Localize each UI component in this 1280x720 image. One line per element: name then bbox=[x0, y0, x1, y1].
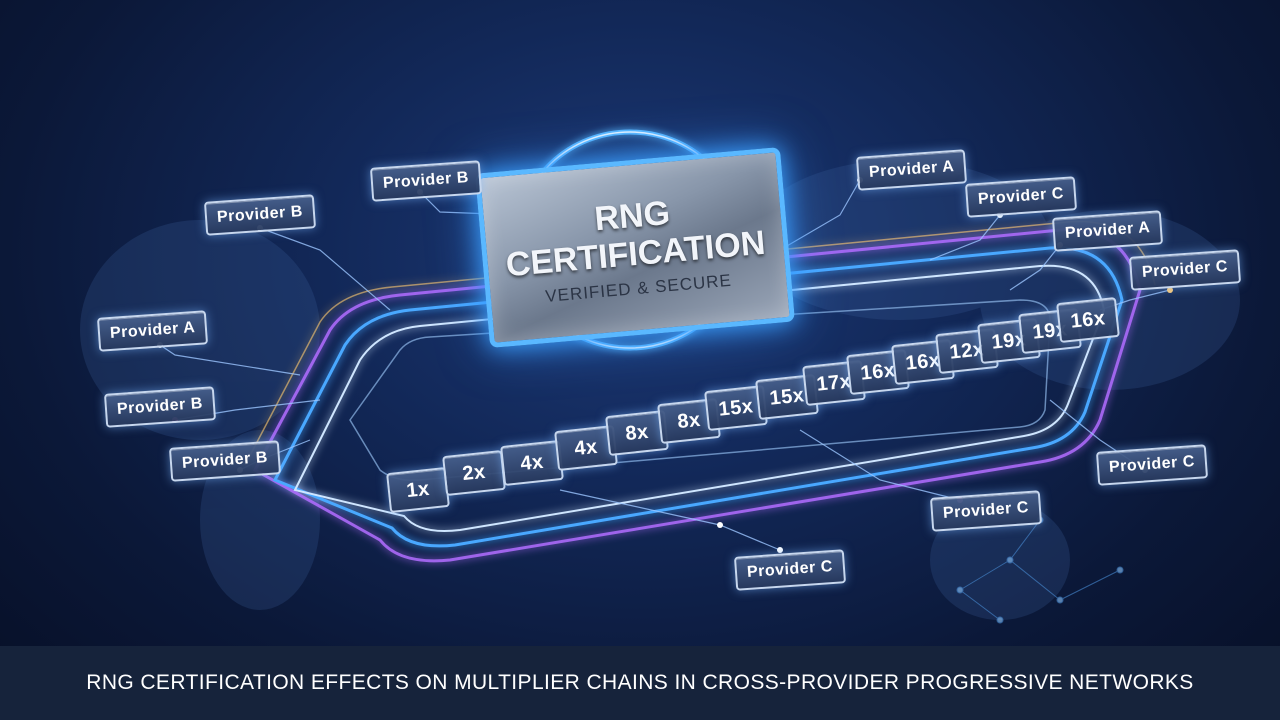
rng-certification-badge: RNG CERTIFICATION VERIFIED & SECURE bbox=[474, 146, 796, 349]
caption-bar: RNG CERTIFICATION EFFECTS ON MULTIPLIER … bbox=[0, 646, 1280, 720]
multiplier-chip: 4x bbox=[500, 439, 564, 487]
multiplier-chip: 16x bbox=[1056, 296, 1120, 344]
network-nodes bbox=[956, 516, 1124, 624]
badge-title-line1: RNG bbox=[592, 193, 672, 238]
multiplier-chip: 1x bbox=[386, 466, 450, 514]
multiplier-chip: 2x bbox=[442, 449, 506, 497]
caption-text: RNG CERTIFICATION EFFECTS ON MULTIPLIER … bbox=[86, 671, 1194, 694]
